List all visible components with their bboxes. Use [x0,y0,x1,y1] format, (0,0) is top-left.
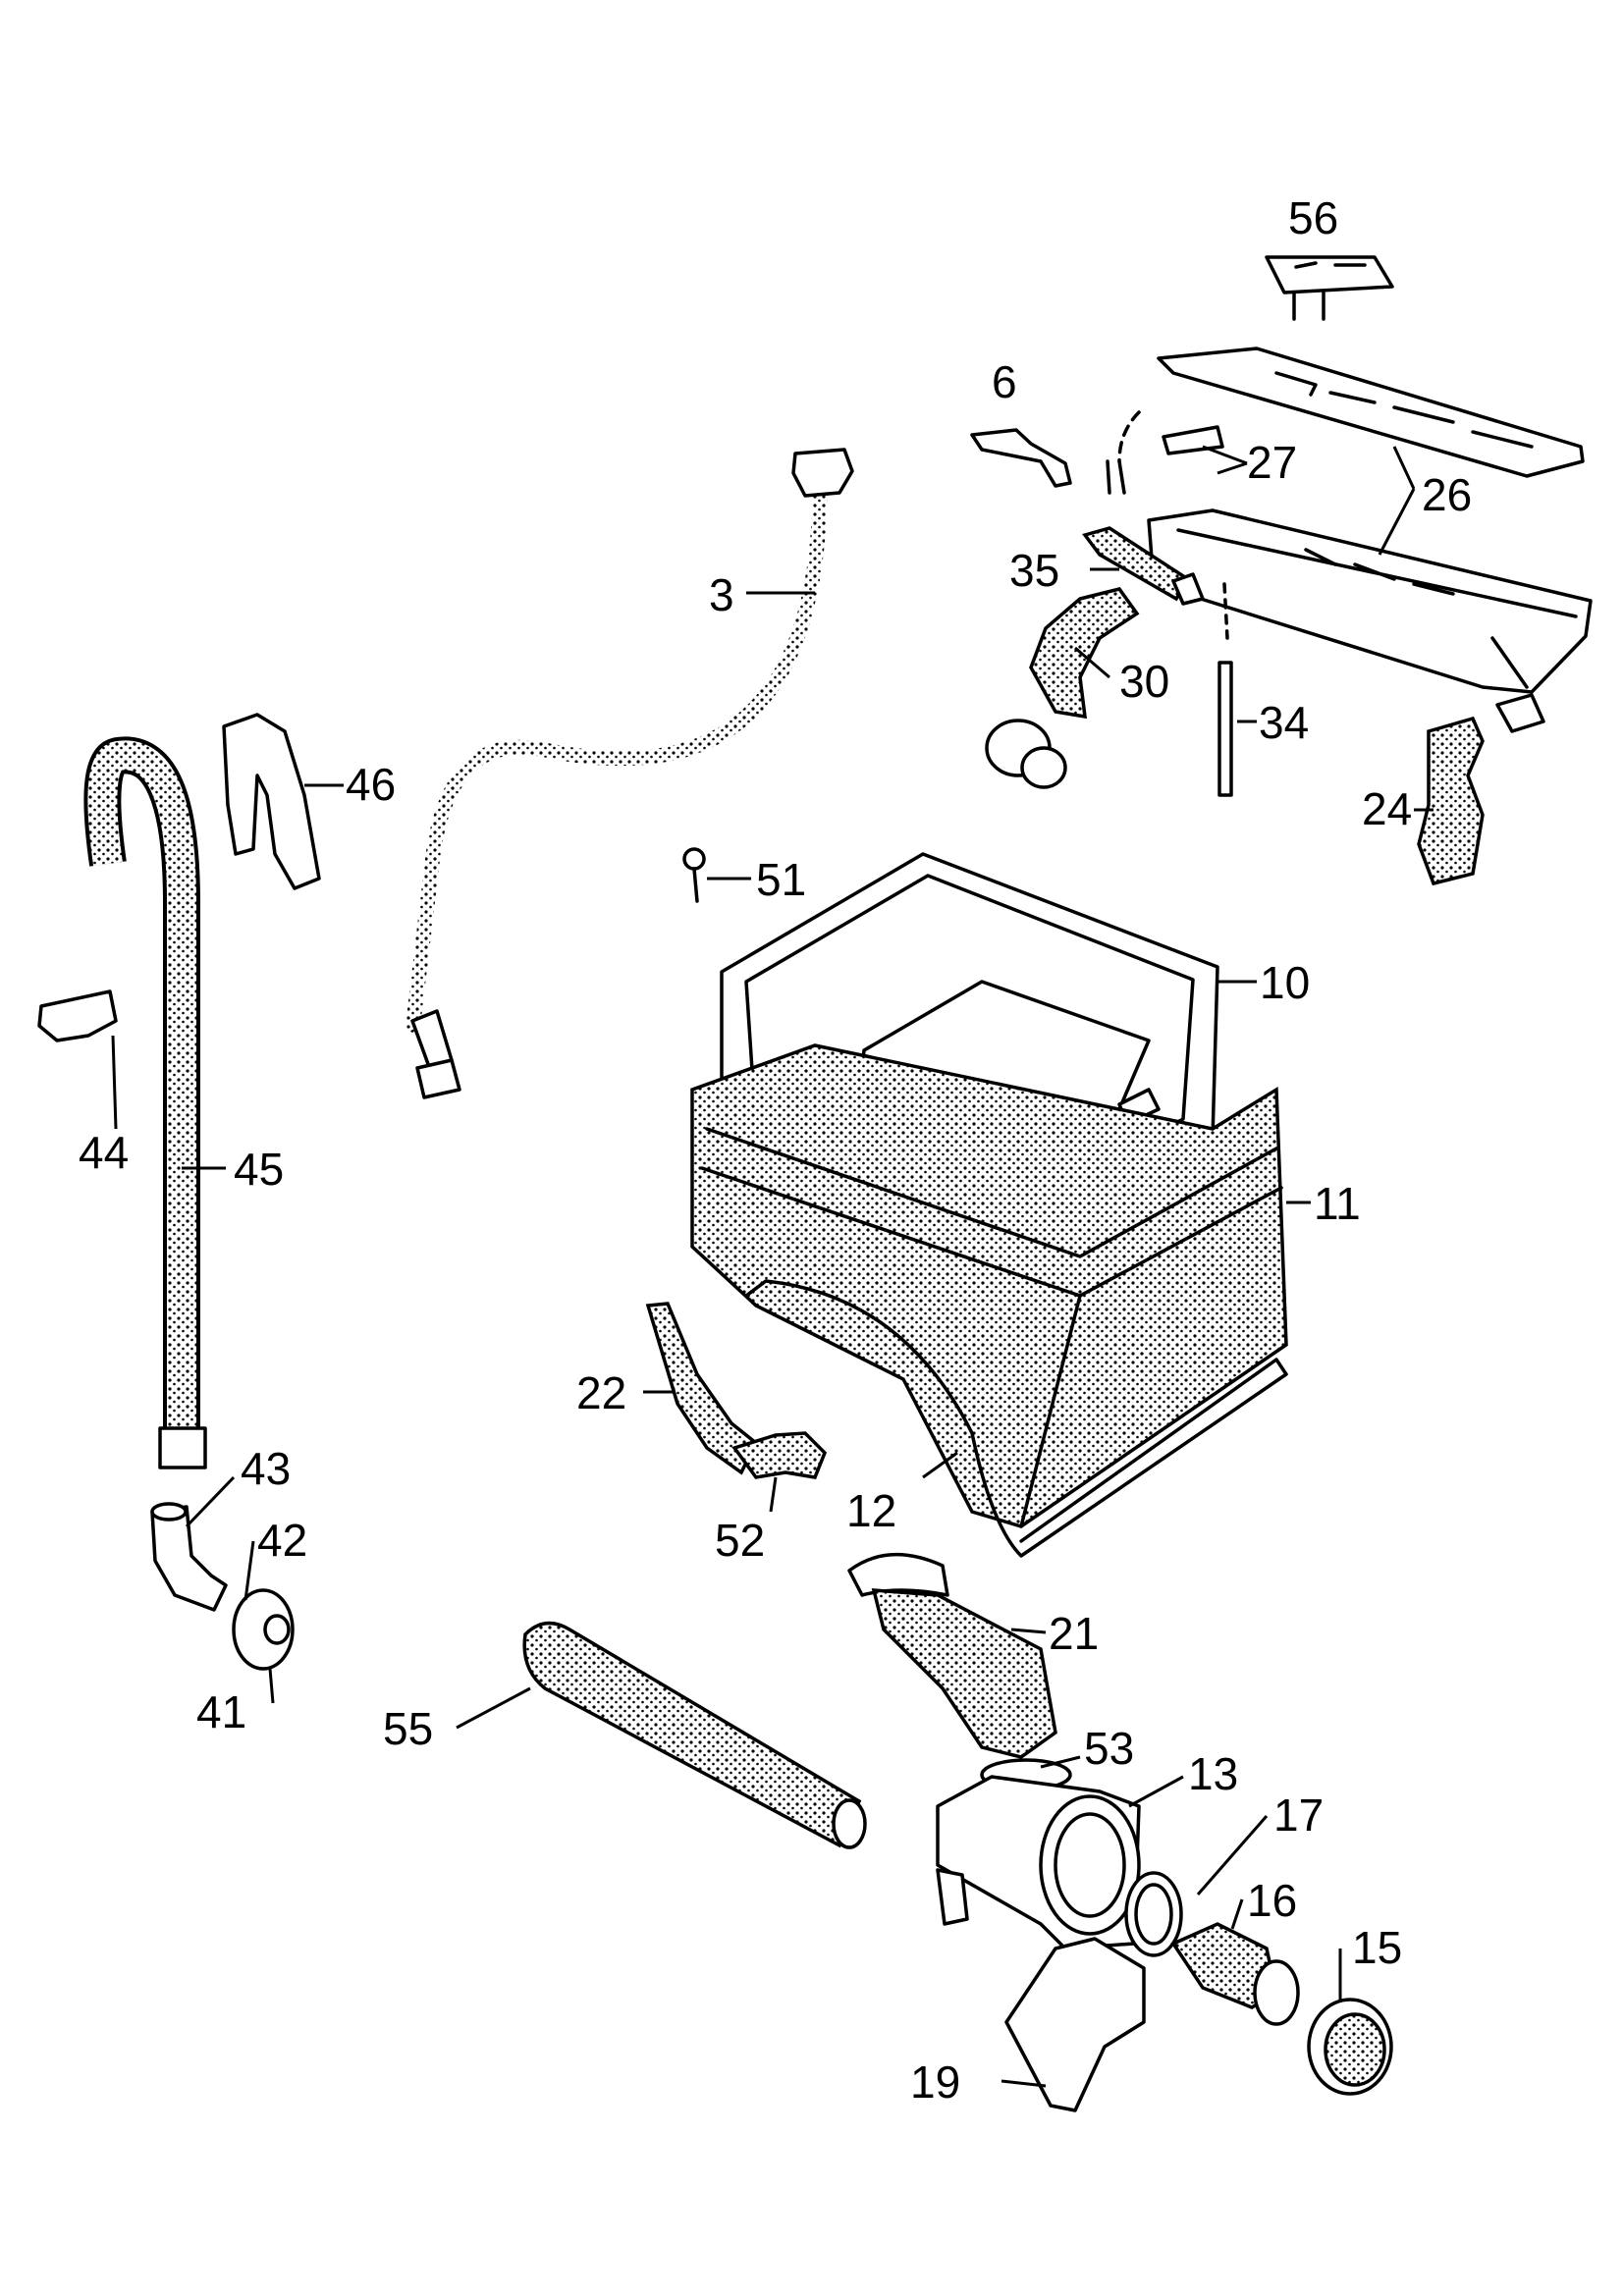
part-34-rod [1217,582,1233,797]
callout-55: 55 [383,1703,433,1754]
part-30-bellows [985,587,1140,789]
part-43-elbow [150,1502,228,1612]
callout-10: 10 [1260,957,1310,1008]
part-16-filter [1170,1922,1300,2026]
callout-19: 19 [910,2056,960,2108]
leader-lines [111,445,1434,2088]
callout-21: 21 [1049,1608,1099,1659]
part-15-cap [1307,1998,1393,2096]
callout-6: 6 [992,356,1017,407]
callout-53: 53 [1084,1723,1134,1774]
part-46-guide [222,713,321,890]
callout-labels: 56 6 27 26 35 3 30 34 46 24 51 10 44 45 … [79,192,1472,2108]
part-12-seal [744,1279,1288,1558]
part-45-drain-hose [83,736,207,1469]
part-3-inlet-hose [405,448,854,1099]
part-13-pump-housing [936,1775,1141,1950]
callout-51: 51 [756,854,806,905]
part-17-gasket [1124,1871,1183,1957]
callout-34: 34 [1259,697,1309,748]
callout-42: 42 [257,1515,307,1566]
callout-41: 41 [196,1686,246,1737]
part-27-pins [1106,410,1224,495]
part-52-elbow [731,1431,828,1479]
part-55-pipe [522,1621,867,1849]
callout-45: 45 [234,1144,284,1195]
callout-13: 13 [1188,1748,1238,1799]
part-11-tub-body [690,1043,1288,1528]
callout-12: 12 [846,1485,896,1536]
callout-11: 11 [1314,1178,1361,1229]
callout-26: 26 [1422,469,1472,520]
callout-16: 16 [1247,1875,1297,1926]
callout-24: 24 [1362,783,1412,834]
callout-22: 22 [576,1367,626,1418]
callout-46: 46 [346,759,396,810]
part-51-screw [682,847,706,903]
callout-35: 35 [1009,545,1059,596]
part-35-valve [1082,526,1205,606]
part-44-clip [37,989,118,1042]
callout-30: 30 [1119,656,1169,707]
callout-15: 15 [1352,1922,1402,1973]
part-56-switch [1265,255,1394,321]
callout-3: 3 [709,569,734,620]
callout-27: 27 [1247,437,1297,488]
callout-56: 56 [1288,192,1338,243]
callout-43: 43 [241,1443,291,1494]
callout-17: 17 [1273,1789,1324,1841]
part-19-cover [1004,1937,1146,2112]
part-42-flange [232,1588,295,1671]
part-6-bracket [970,428,1072,488]
part-21-pump-hose [847,1552,1057,1759]
part-26-dispenser [1147,347,1593,733]
part-24-hose-end [1417,716,1485,886]
callout-44: 44 [79,1127,129,1178]
callout-52: 52 [715,1515,765,1566]
